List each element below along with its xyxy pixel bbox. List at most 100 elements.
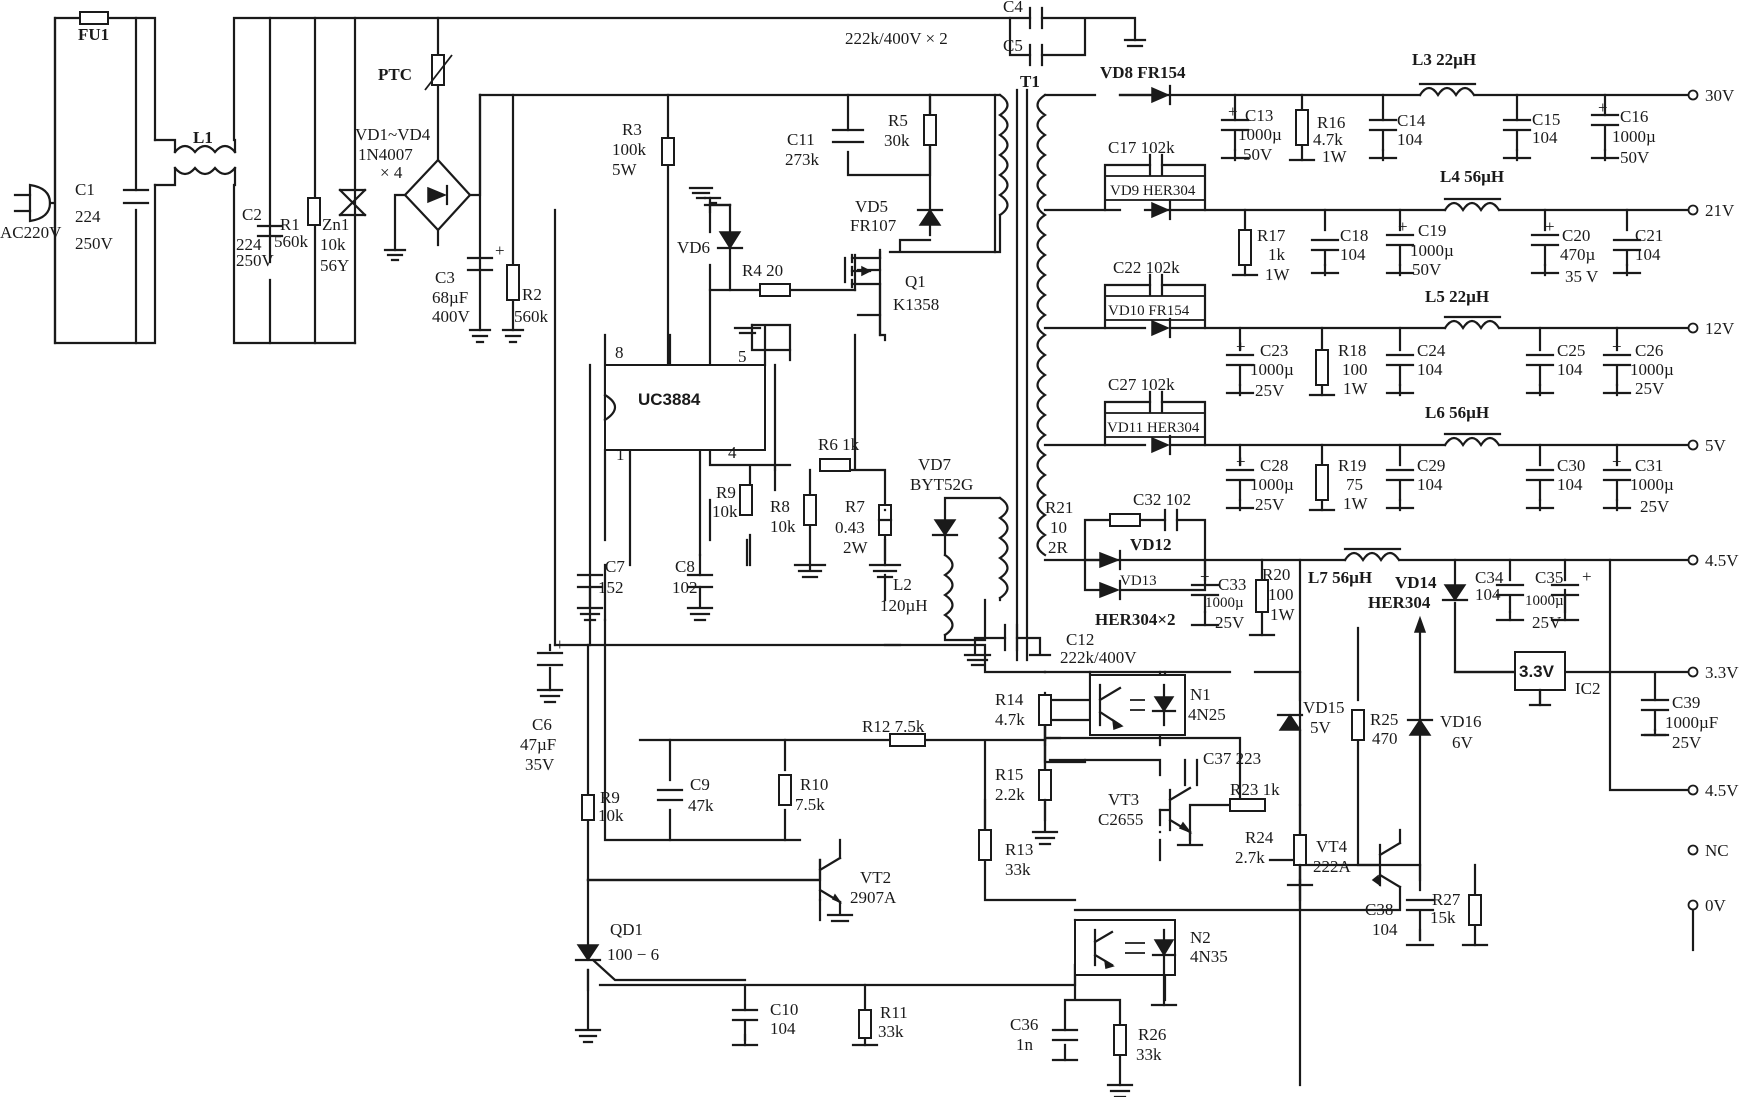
label-c18: C18 <box>1340 226 1368 245</box>
label-c20-value: 470µ <box>1560 245 1596 264</box>
terminal-0v <box>1687 899 1699 911</box>
label-vd8: VD8 FR154 <box>1100 63 1186 82</box>
transistor-vt2 <box>586 856 842 904</box>
label-c2: C2 <box>242 205 262 224</box>
label-c16-rating: 50V <box>1620 148 1650 167</box>
label-c20-rating: 35 V <box>1565 267 1599 286</box>
label-c39-value: 1000µF <box>1665 713 1718 732</box>
label-n2-type: 4N35 <box>1190 947 1228 966</box>
label-c30-value: 104 <box>1557 475 1583 494</box>
regulator-ic2 <box>1514 651 1566 691</box>
zener-vd15 <box>1278 713 1302 731</box>
label-ic2: IC2 <box>1575 679 1601 698</box>
label-ac-input: AC220V <box>0 223 62 242</box>
label-vd14: VD14 <box>1395 573 1437 592</box>
ac-plug <box>28 183 52 223</box>
label-r13-value: 33k <box>1005 860 1031 879</box>
label-vd9: VD9 HER304 <box>1110 183 1196 199</box>
label-vd12: VD12 <box>1130 535 1172 554</box>
wires <box>53 16 1692 1087</box>
capacitor-c19 <box>1385 233 1415 275</box>
label-out-12v: 12V <box>1705 319 1735 338</box>
resistor-r20 <box>1255 579 1269 613</box>
label-her304x2: HER304×2 <box>1095 610 1176 629</box>
label-vt4: VT4 <box>1316 837 1348 856</box>
capacitor-c5 <box>1028 43 1044 67</box>
label-n1: N1 <box>1190 685 1211 704</box>
resistor-r23 <box>1229 798 1266 812</box>
terminal-4-5v-b <box>1687 784 1699 796</box>
svg-text:+: + <box>1236 337 1246 356</box>
capacitor-c36 <box>1051 1028 1079 1042</box>
capacitor-c3 <box>466 256 494 272</box>
label-vt2-type: 2907A <box>850 888 897 907</box>
svg-text:+: + <box>1612 452 1622 471</box>
label-l1: L1 <box>193 128 213 147</box>
label-r24: R24 <box>1245 828 1274 847</box>
capacitor-c30 <box>1525 468 1555 510</box>
capacitor-c21 <box>1612 238 1642 275</box>
diode-vd8 <box>1151 86 1170 104</box>
label-out-30v: 30V <box>1705 86 1735 105</box>
label-r27-value: 15k <box>1430 908 1456 927</box>
resistor-r18 <box>1315 349 1329 386</box>
label-n1-type: 4N25 <box>1188 705 1226 724</box>
label-r24-value: 2.7k <box>1235 848 1265 867</box>
label-r13: R13 <box>1005 840 1033 859</box>
label-c11-value: 273k <box>785 150 820 169</box>
capacitor-c13 <box>1220 118 1250 152</box>
label-r14: R14 <box>995 690 1024 709</box>
label-c12: C12 <box>1066 630 1094 649</box>
label-r7: R7 <box>845 497 865 516</box>
terminal-30v <box>1687 89 1699 101</box>
inductor-l4 <box>1443 197 1502 213</box>
svg-text:+: + <box>1398 217 1408 236</box>
label-c39-rating: 25V <box>1672 733 1702 752</box>
label-vt3: VT3 <box>1108 790 1139 809</box>
label-r11-value: 33k <box>878 1022 904 1041</box>
label-c9-value: 47k <box>688 796 714 815</box>
diode-vd14 <box>1443 584 1467 602</box>
label-r21-value: 10 <box>1050 518 1067 537</box>
resistor-r4 <box>759 283 791 297</box>
label-c3-value: 68µF <box>432 288 468 307</box>
label-c16-value: 1000µ <box>1612 127 1656 146</box>
label-vd1-vd4-type: 1N4007 <box>358 145 413 164</box>
label-vd1-vd4: VD1~VD4 <box>355 125 431 144</box>
label-c12-value: 222k/400V <box>1060 648 1137 667</box>
label-c27: C27 102k <box>1108 375 1175 394</box>
label-c33-value: 1000µ <box>1205 595 1244 611</box>
diode-vd11 <box>1151 436 1170 454</box>
capacitor-c23 <box>1225 353 1255 395</box>
label-r21-rating: 2R <box>1048 538 1069 557</box>
bridge-rectifier <box>427 186 447 204</box>
label-r8-value: 10k <box>770 517 796 536</box>
capacitor-c16 <box>1590 113 1620 160</box>
label-r21: R21 <box>1045 498 1073 517</box>
label-c26-value: 1000µ <box>1630 360 1674 379</box>
inductor-l6 <box>1443 432 1502 448</box>
label-c15: C15 <box>1532 110 1560 129</box>
svg-text:+: + <box>1582 567 1592 586</box>
diode-vd10 <box>1151 319 1170 337</box>
label-c24: C24 <box>1417 341 1446 360</box>
label-c4: C4 <box>1003 0 1023 16</box>
label-c10: C10 <box>770 1000 798 1019</box>
label-c32: C32 102 <box>1133 490 1191 509</box>
label-c21: C21 <box>1635 226 1663 245</box>
label-c31: C31 <box>1635 456 1663 475</box>
resistor-r15 <box>1038 769 1052 801</box>
svg-text:+: + <box>1612 337 1622 356</box>
resistor-r12 <box>889 733 926 747</box>
label-c25-value: 104 <box>1557 360 1583 379</box>
optocoupler-n2 <box>1074 919 1176 976</box>
label-r9-lower: R9 <box>600 788 620 807</box>
label-c23-rating: 25V <box>1255 381 1285 400</box>
svg-text:+: + <box>1228 102 1238 121</box>
label-r15: R15 <box>995 765 1023 784</box>
label-r10: R10 <box>800 775 828 794</box>
label-c24-value: 104 <box>1417 360 1443 379</box>
label-c13: C13 <box>1245 106 1273 125</box>
terminal-3-3v <box>1687 666 1699 678</box>
